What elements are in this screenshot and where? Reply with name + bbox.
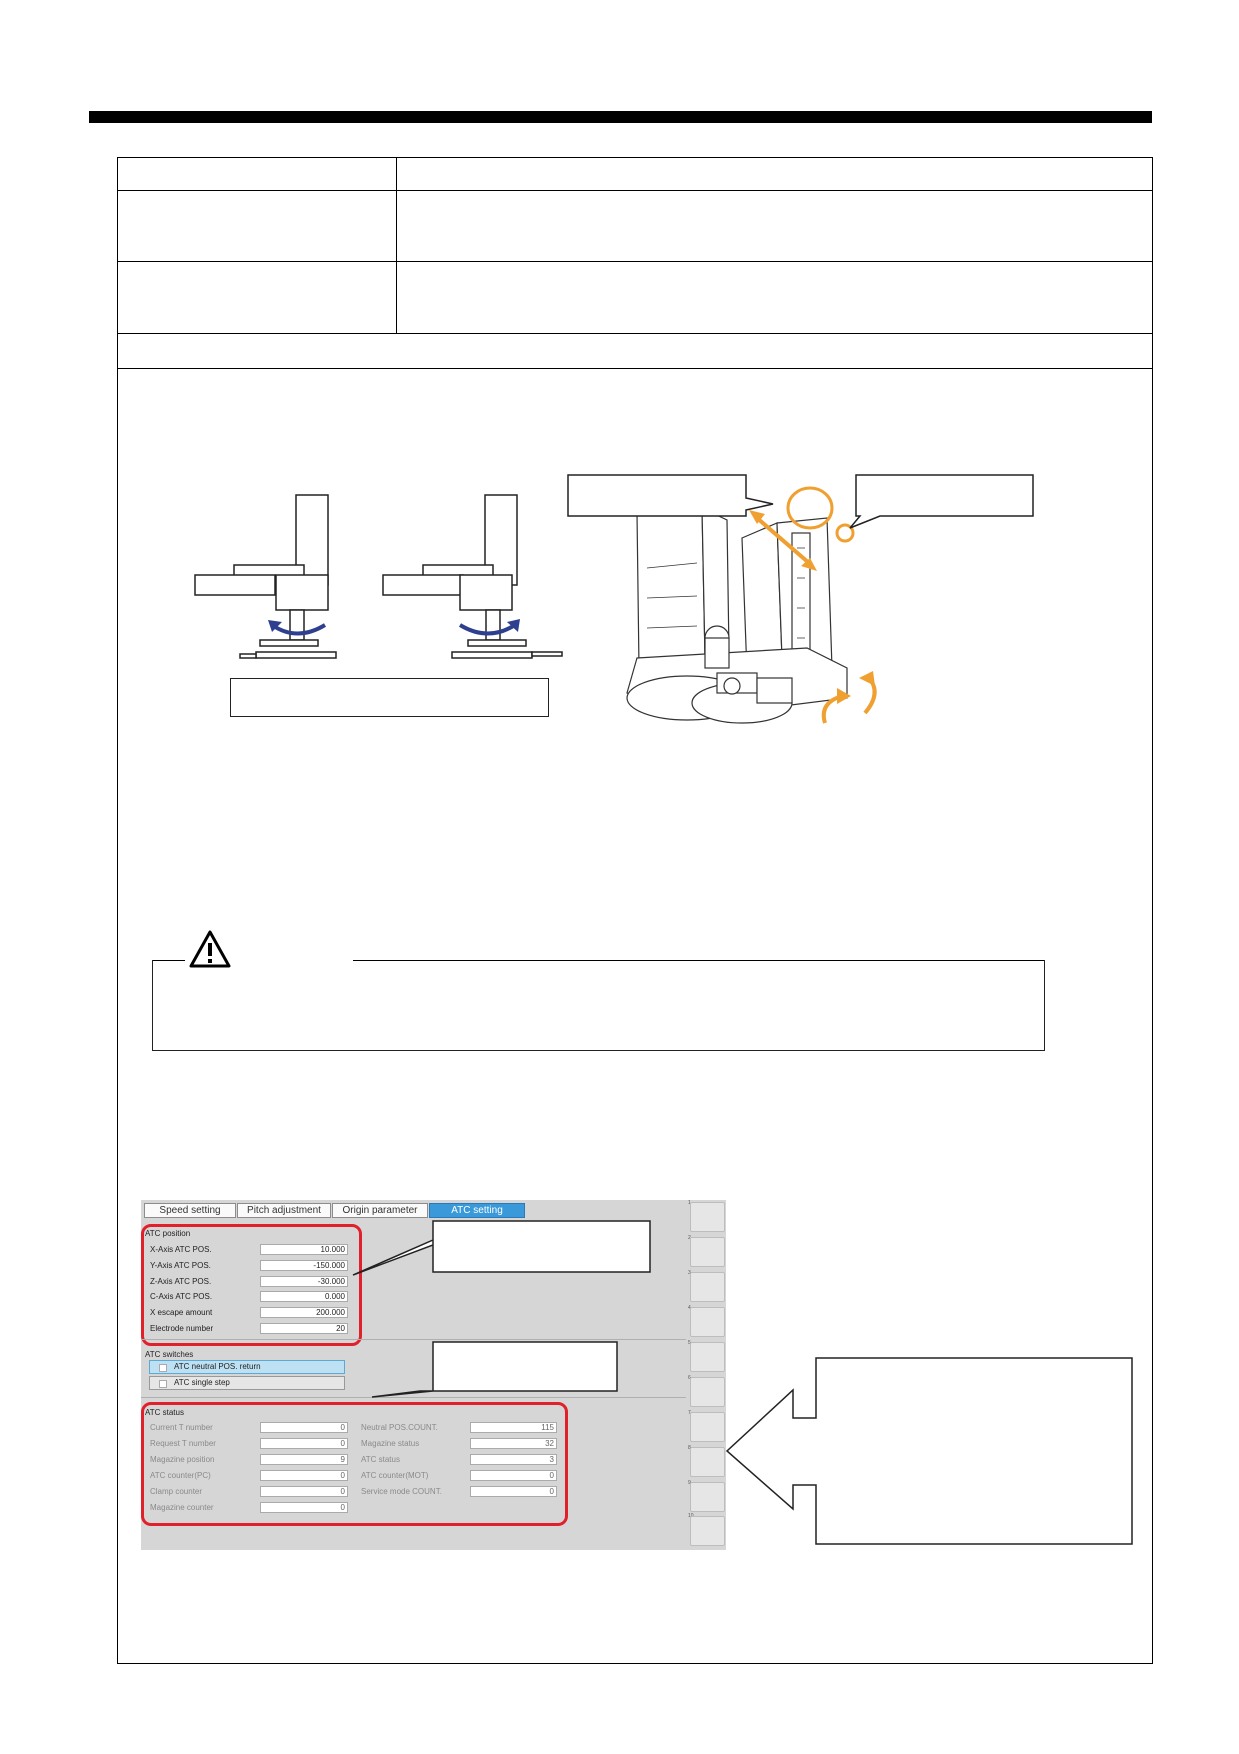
document-frame xyxy=(117,157,1153,1664)
side-button-number: 5 xyxy=(688,1340,691,1346)
section-divider xyxy=(141,1397,686,1398)
magazine-counter-label: Magazine counter xyxy=(150,1503,214,1512)
screen-callouts xyxy=(352,1220,651,1398)
side-button-number: 8 xyxy=(688,1445,691,1451)
table-row-divider xyxy=(117,368,1153,369)
side-button-number: 2 xyxy=(688,1235,691,1241)
service-mode-count-label: Service mode COUNT. xyxy=(361,1487,442,1496)
magazine-position-label: Magazine position xyxy=(150,1455,215,1464)
machine-callouts xyxy=(567,474,1034,529)
section-divider xyxy=(141,1339,686,1340)
neutral-pos-count-value: 115 xyxy=(470,1422,557,1433)
magazine-position-value: 9 xyxy=(260,1454,348,1465)
atc-switches-heading: ATC switches xyxy=(145,1350,194,1359)
atc-status-highlight xyxy=(141,1402,568,1526)
magazine-status-label: Magazine status xyxy=(361,1439,420,1448)
c-axis-atc-pos-label: C-Axis ATC POS. xyxy=(150,1292,213,1301)
table-row-divider xyxy=(117,261,1153,262)
atc-machine-illustration xyxy=(626,486,877,724)
magazine-counter-value: 0 xyxy=(260,1502,348,1513)
atc-position-highlight xyxy=(141,1224,362,1346)
side-function-button-2[interactable] xyxy=(690,1237,725,1267)
side-button-number: 3 xyxy=(688,1270,691,1276)
atc-counter-pc-value: 0 xyxy=(260,1470,348,1481)
warning-triangle-icon xyxy=(189,930,231,968)
side-function-button-9[interactable] xyxy=(690,1482,725,1512)
side-function-button-10[interactable] xyxy=(690,1516,725,1546)
atc-position-heading: ATC position xyxy=(145,1229,191,1238)
atc-status-label: ATC status xyxy=(361,1455,400,1464)
electrode-number-field[interactable]: 20 xyxy=(260,1323,348,1334)
tab-pitch-adjustment[interactable]: Pitch adjustment xyxy=(237,1203,331,1218)
checkbox-icon xyxy=(159,1364,167,1372)
z-axis-atc-pos-field[interactable]: -30.000 xyxy=(260,1276,348,1287)
table-column-divider xyxy=(396,157,397,333)
atc-counter-mot-value: 0 xyxy=(470,1470,557,1481)
x-axis-atc-pos-label: X-Axis ATC POS. xyxy=(150,1245,212,1254)
side-button-number: 6 xyxy=(688,1375,691,1381)
x-axis-atc-pos-field[interactable]: 10.000 xyxy=(260,1244,348,1255)
caution-box xyxy=(152,960,1045,1051)
side-function-button-5[interactable] xyxy=(690,1342,725,1372)
highlight-circle xyxy=(786,486,834,530)
side-function-button-1[interactable] xyxy=(690,1202,725,1232)
tab-speed-setting[interactable]: Speed setting xyxy=(144,1203,236,1218)
checkbox-icon xyxy=(159,1380,167,1388)
electrode-number-label: Electrode number xyxy=(150,1324,214,1333)
neutral-pos-count-label: Neutral POS.COUNT. xyxy=(361,1423,438,1432)
request-t-number-label: Request T number xyxy=(150,1439,216,1448)
side-function-button-7[interactable] xyxy=(690,1412,725,1442)
side-function-button-4[interactable] xyxy=(690,1307,725,1337)
spindle-rotation-diagram xyxy=(194,494,563,659)
tab-bar: Speed setting Pitch adjustment Origin pa… xyxy=(141,1200,686,1218)
highlight-circle xyxy=(835,523,855,543)
tab-origin-parameter[interactable]: Origin parameter xyxy=(332,1203,428,1218)
atc-status-heading: ATC status xyxy=(145,1408,184,1417)
side-button-number: 7 xyxy=(688,1410,691,1416)
request-t-number-value: 0 xyxy=(260,1438,348,1449)
c-axis-atc-pos-field[interactable]: 0.000 xyxy=(260,1291,348,1302)
table-row-divider xyxy=(117,190,1153,191)
diagram-label-box xyxy=(230,678,549,717)
z-axis-atc-pos-label: Z-Axis ATC POS. xyxy=(150,1277,212,1286)
tab-atc-setting[interactable]: ATC setting xyxy=(429,1203,525,1218)
x-escape-amount-label: X escape amount xyxy=(150,1308,213,1317)
side-function-button-3[interactable] xyxy=(690,1272,725,1302)
y-axis-atc-pos-field[interactable]: -150.000 xyxy=(260,1260,348,1271)
header-rule xyxy=(89,111,1152,123)
caution-frame-top xyxy=(152,960,185,961)
caution-frame-top xyxy=(353,960,1045,961)
current-t-number-label: Current T number xyxy=(150,1423,213,1432)
y-axis-atc-pos-label: Y-Axis ATC POS. xyxy=(150,1261,211,1270)
service-mode-count-value: 0 xyxy=(470,1486,557,1497)
atc-single-step-button[interactable]: ATC single step xyxy=(149,1376,345,1390)
side-button-number: 1 xyxy=(688,1200,691,1206)
clamp-counter-label: Clamp counter xyxy=(150,1487,203,1496)
side-button-number: 4 xyxy=(688,1305,691,1311)
arrow-left-icon xyxy=(725,1357,1133,1545)
rotation-arrow-icon xyxy=(458,623,517,636)
current-t-number-value: 0 xyxy=(260,1422,348,1433)
table-row-divider xyxy=(117,333,1153,334)
clamp-counter-value: 0 xyxy=(260,1486,348,1497)
magazine-status-value: 32 xyxy=(470,1438,557,1449)
atc-status-value: 3 xyxy=(470,1454,557,1465)
atc-neutral-pos-return-button[interactable]: ATC neutral POS. return xyxy=(149,1360,345,1374)
atc-counter-mot-label: ATC counter(MOT) xyxy=(361,1471,429,1480)
atc-counter-pc-label: ATC counter(PC) xyxy=(150,1471,211,1480)
side-function-button-8[interactable] xyxy=(690,1447,725,1477)
side-button-number: 9 xyxy=(688,1480,691,1486)
x-escape-amount-field[interactable]: 200.000 xyxy=(260,1307,348,1318)
side-function-button-6[interactable] xyxy=(690,1377,725,1407)
